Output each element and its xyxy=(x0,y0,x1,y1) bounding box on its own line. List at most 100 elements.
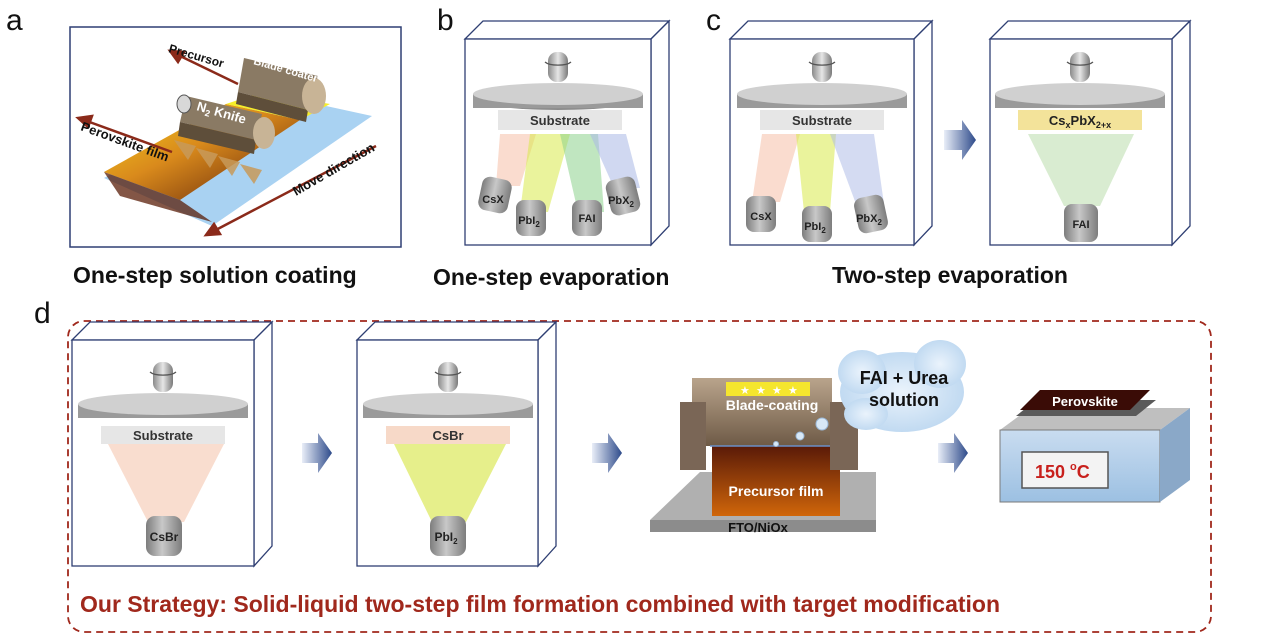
panel-b: Substrate CsX PbI2 FAI PbX2 xyxy=(463,19,671,247)
chamber-d2-side xyxy=(537,320,557,568)
source-label: PbI2 xyxy=(518,215,540,229)
bubble xyxy=(773,441,779,447)
arrow-right-icon xyxy=(302,433,332,473)
substrate-label-b: Substrate xyxy=(530,113,590,128)
arrow-right-icon xyxy=(938,433,968,473)
hot-plate-side xyxy=(1160,408,1190,502)
blade-coater-top xyxy=(238,58,318,110)
rotate-icon xyxy=(808,61,836,66)
substrate-label-d1: Substrate xyxy=(133,428,193,443)
disc-top-c2 xyxy=(995,83,1165,105)
rotation-shaft-b xyxy=(548,52,568,82)
bubble xyxy=(815,417,829,431)
fto-substrate-edge xyxy=(650,520,876,532)
substrate-c1 xyxy=(760,110,884,130)
n2-knife-front xyxy=(178,122,256,154)
panel-letter-d: d xyxy=(34,297,51,330)
panel-d-chamber-2: CsBr PbI2 xyxy=(355,320,558,568)
fto-label: FTO/NiOx xyxy=(728,520,788,535)
rotation-shaft-c1 xyxy=(812,52,832,82)
source-label: FAI xyxy=(578,213,595,225)
source-label: PbI2 xyxy=(804,221,826,235)
caption-a: One-step solution coating xyxy=(73,262,357,288)
chamber-d1-side xyxy=(253,320,273,568)
cloud-line-2: solution xyxy=(869,390,939,410)
panel-c-chamber-1: Substrate CsX PbI2 PbX2 xyxy=(728,19,934,247)
panel-c-chamber-2: CsxPbX2+x FAI xyxy=(988,19,1192,247)
source-fai-b: FAI xyxy=(572,200,602,236)
panel-d-chamber-1: Substrate CsBr xyxy=(70,320,274,568)
source-csbr-d: CsBr xyxy=(146,516,182,556)
caption-b: One-step evaporation xyxy=(433,264,669,290)
temperature-label: 150 oC xyxy=(1035,461,1090,482)
source-pbx2-c: PbX2 xyxy=(854,194,888,234)
beam-fai xyxy=(560,134,604,212)
rotation-shaft-c2 xyxy=(1070,52,1090,82)
rotate-icon xyxy=(149,371,177,376)
arrow-right-icon xyxy=(592,433,622,473)
chamber-d2-top xyxy=(355,321,558,341)
disc-top-c1 xyxy=(737,83,907,105)
panel-letter-b: b xyxy=(437,4,454,37)
caption-c: Two-step evaporation xyxy=(832,262,1068,288)
chamber-b-top xyxy=(463,20,671,40)
star-icons: ★ ★ ★ ★ xyxy=(740,385,798,397)
beam-pbi2 xyxy=(520,134,570,212)
chamber-c2-top xyxy=(988,20,1192,40)
strategy-caption: Our Strategy: Solid-liquid two-step film… xyxy=(80,591,1000,617)
n2-knife-end xyxy=(253,117,275,149)
substrate-label-c1: Substrate xyxy=(792,113,852,128)
blade-coating-label: Blade-coating xyxy=(726,397,819,413)
direction-arrows xyxy=(75,49,377,237)
source-pbi2-d: PbI2 xyxy=(430,516,466,556)
source-csx-b: CsX xyxy=(478,176,512,214)
bubble xyxy=(795,431,805,441)
beam-fai-c xyxy=(1028,134,1134,206)
substrate-b xyxy=(498,110,622,130)
solution-bar xyxy=(726,382,810,396)
beam-csbr xyxy=(108,444,224,522)
blade-coater-front xyxy=(236,92,308,122)
film-edge xyxy=(104,172,212,222)
substrate-d1 xyxy=(101,426,225,444)
chamber-b-side xyxy=(650,19,670,247)
precursor-film-label: Precursor film xyxy=(729,483,824,499)
arrow-right-icon xyxy=(944,120,976,160)
source-label: CsX xyxy=(750,211,772,223)
blade-coater-end xyxy=(302,78,326,114)
source-fai-c: FAI xyxy=(1064,204,1098,242)
rotate-icon xyxy=(434,371,462,376)
beam-pbi2-c xyxy=(796,134,836,212)
chamber-c1-side xyxy=(913,19,933,247)
source-label: PbX2 xyxy=(856,213,882,227)
source-label: CsBr xyxy=(150,530,179,544)
blade-coating-setup: ★ ★ ★ ★ Blade-coating Precursor film FTO… xyxy=(650,378,876,535)
film-label-d2: CsBr xyxy=(432,428,463,443)
panel-a: Precursor Blade coater N2 Knife Perovski… xyxy=(69,26,402,248)
temperature-display xyxy=(1021,451,1109,489)
source-label: PbX2 xyxy=(608,195,634,209)
film-label-c2: CsxPbX2+x xyxy=(1049,113,1111,130)
source-pbi2-b: PbI2 xyxy=(516,200,546,236)
chamber-c1-top xyxy=(728,20,934,40)
beam-pbi2-d xyxy=(394,444,506,522)
svg-text:★: ★ xyxy=(772,385,782,397)
source-csx-c: CsX xyxy=(746,196,776,232)
perovskite-label: Perovskite xyxy=(1052,394,1118,409)
n2-flow-arrows xyxy=(174,140,262,184)
cloud-line-1: FAI + Urea xyxy=(860,368,950,388)
solution-cloud: FAI + Urea solution xyxy=(838,340,966,432)
beam-csx xyxy=(496,134,536,186)
rotate-icon xyxy=(1066,61,1094,66)
disc-top-d1 xyxy=(78,393,248,415)
perovskite-layer xyxy=(1020,390,1150,410)
hot-plate: Perovskite 150 oC xyxy=(999,390,1190,503)
source-label: CsX xyxy=(482,194,504,206)
beam-pbx2-c xyxy=(830,134,884,204)
svg-text:★: ★ xyxy=(788,385,798,397)
panel-letter-a: a xyxy=(6,4,23,37)
beam-pbx2 xyxy=(590,134,640,188)
panel-letter-c: c xyxy=(706,4,721,37)
svg-text:★: ★ xyxy=(756,385,766,397)
